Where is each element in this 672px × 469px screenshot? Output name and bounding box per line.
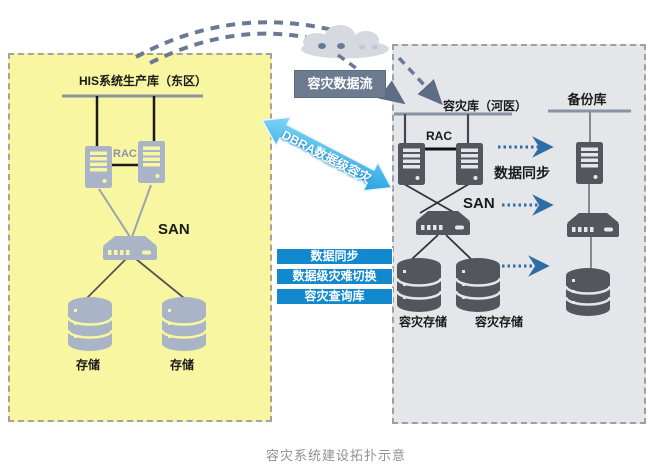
production-rac-server-1-icon [85, 146, 112, 188]
server-san-link [98, 188, 131, 238]
dr-rac-server-1-icon [398, 143, 425, 185]
backup-server-icon [576, 142, 603, 184]
san-label-left: SAN [158, 221, 190, 238]
rac-label-left: RAC [113, 148, 137, 160]
dr-rac-server-2-icon [456, 143, 483, 185]
dr-storage-2-icon [454, 258, 502, 312]
dr-storage-label-1: 容灾存储 [398, 315, 447, 329]
diagram-caption: 容灾系统建设拓扑示意 [265, 448, 406, 463]
dr-san-switch-icon [416, 211, 470, 235]
dr-dataflow-badge: 容灾数据流 [294, 70, 386, 98]
san-storage-link [135, 258, 185, 299]
dr-db-title: 容灾库（河医） [443, 99, 528, 113]
san-storage-link [445, 234, 472, 260]
dbra-double-arrow [261, 116, 393, 192]
production-db-title: HIS系统生产库（东区） [78, 74, 207, 88]
production-rac-server-2-icon [138, 141, 165, 183]
data-sync-label: 数据同步 [494, 165, 550, 181]
feature-dr-query-db: 容灾查询库 [276, 288, 393, 305]
server-san-link [403, 183, 456, 214]
network-cloud-icon [301, 25, 389, 59]
production-storage-2-icon [160, 297, 208, 351]
san-storage-link [86, 258, 127, 299]
production-san-switch-icon [103, 236, 157, 260]
backup-switch-icon [567, 213, 619, 237]
server-san-link [419, 183, 470, 214]
san-label-right: SAN [463, 195, 495, 212]
storage-label-2: 存储 [169, 358, 194, 372]
dr-storage-label-2: 容灾存储 [474, 315, 523, 329]
cloud-to-dr-link-2 [397, 56, 443, 106]
feature-data-sync: 数据同步 [276, 248, 393, 265]
san-storage-link [411, 234, 439, 260]
backup-db-title: 备份库 [567, 92, 607, 107]
server-san-link [131, 184, 152, 238]
feature-box-list: 数据同步 数据级灾难切换 容灾查询库 [276, 248, 393, 308]
feature-disaster-switch: 数据级灾难切换 [276, 268, 393, 285]
production-storage-1-icon [66, 297, 114, 351]
backup-storage-icon [564, 268, 612, 316]
storage-label-1: 存储 [75, 358, 100, 372]
rac-label-right: RAC [426, 129, 452, 143]
dr-storage-1-icon [395, 258, 443, 312]
